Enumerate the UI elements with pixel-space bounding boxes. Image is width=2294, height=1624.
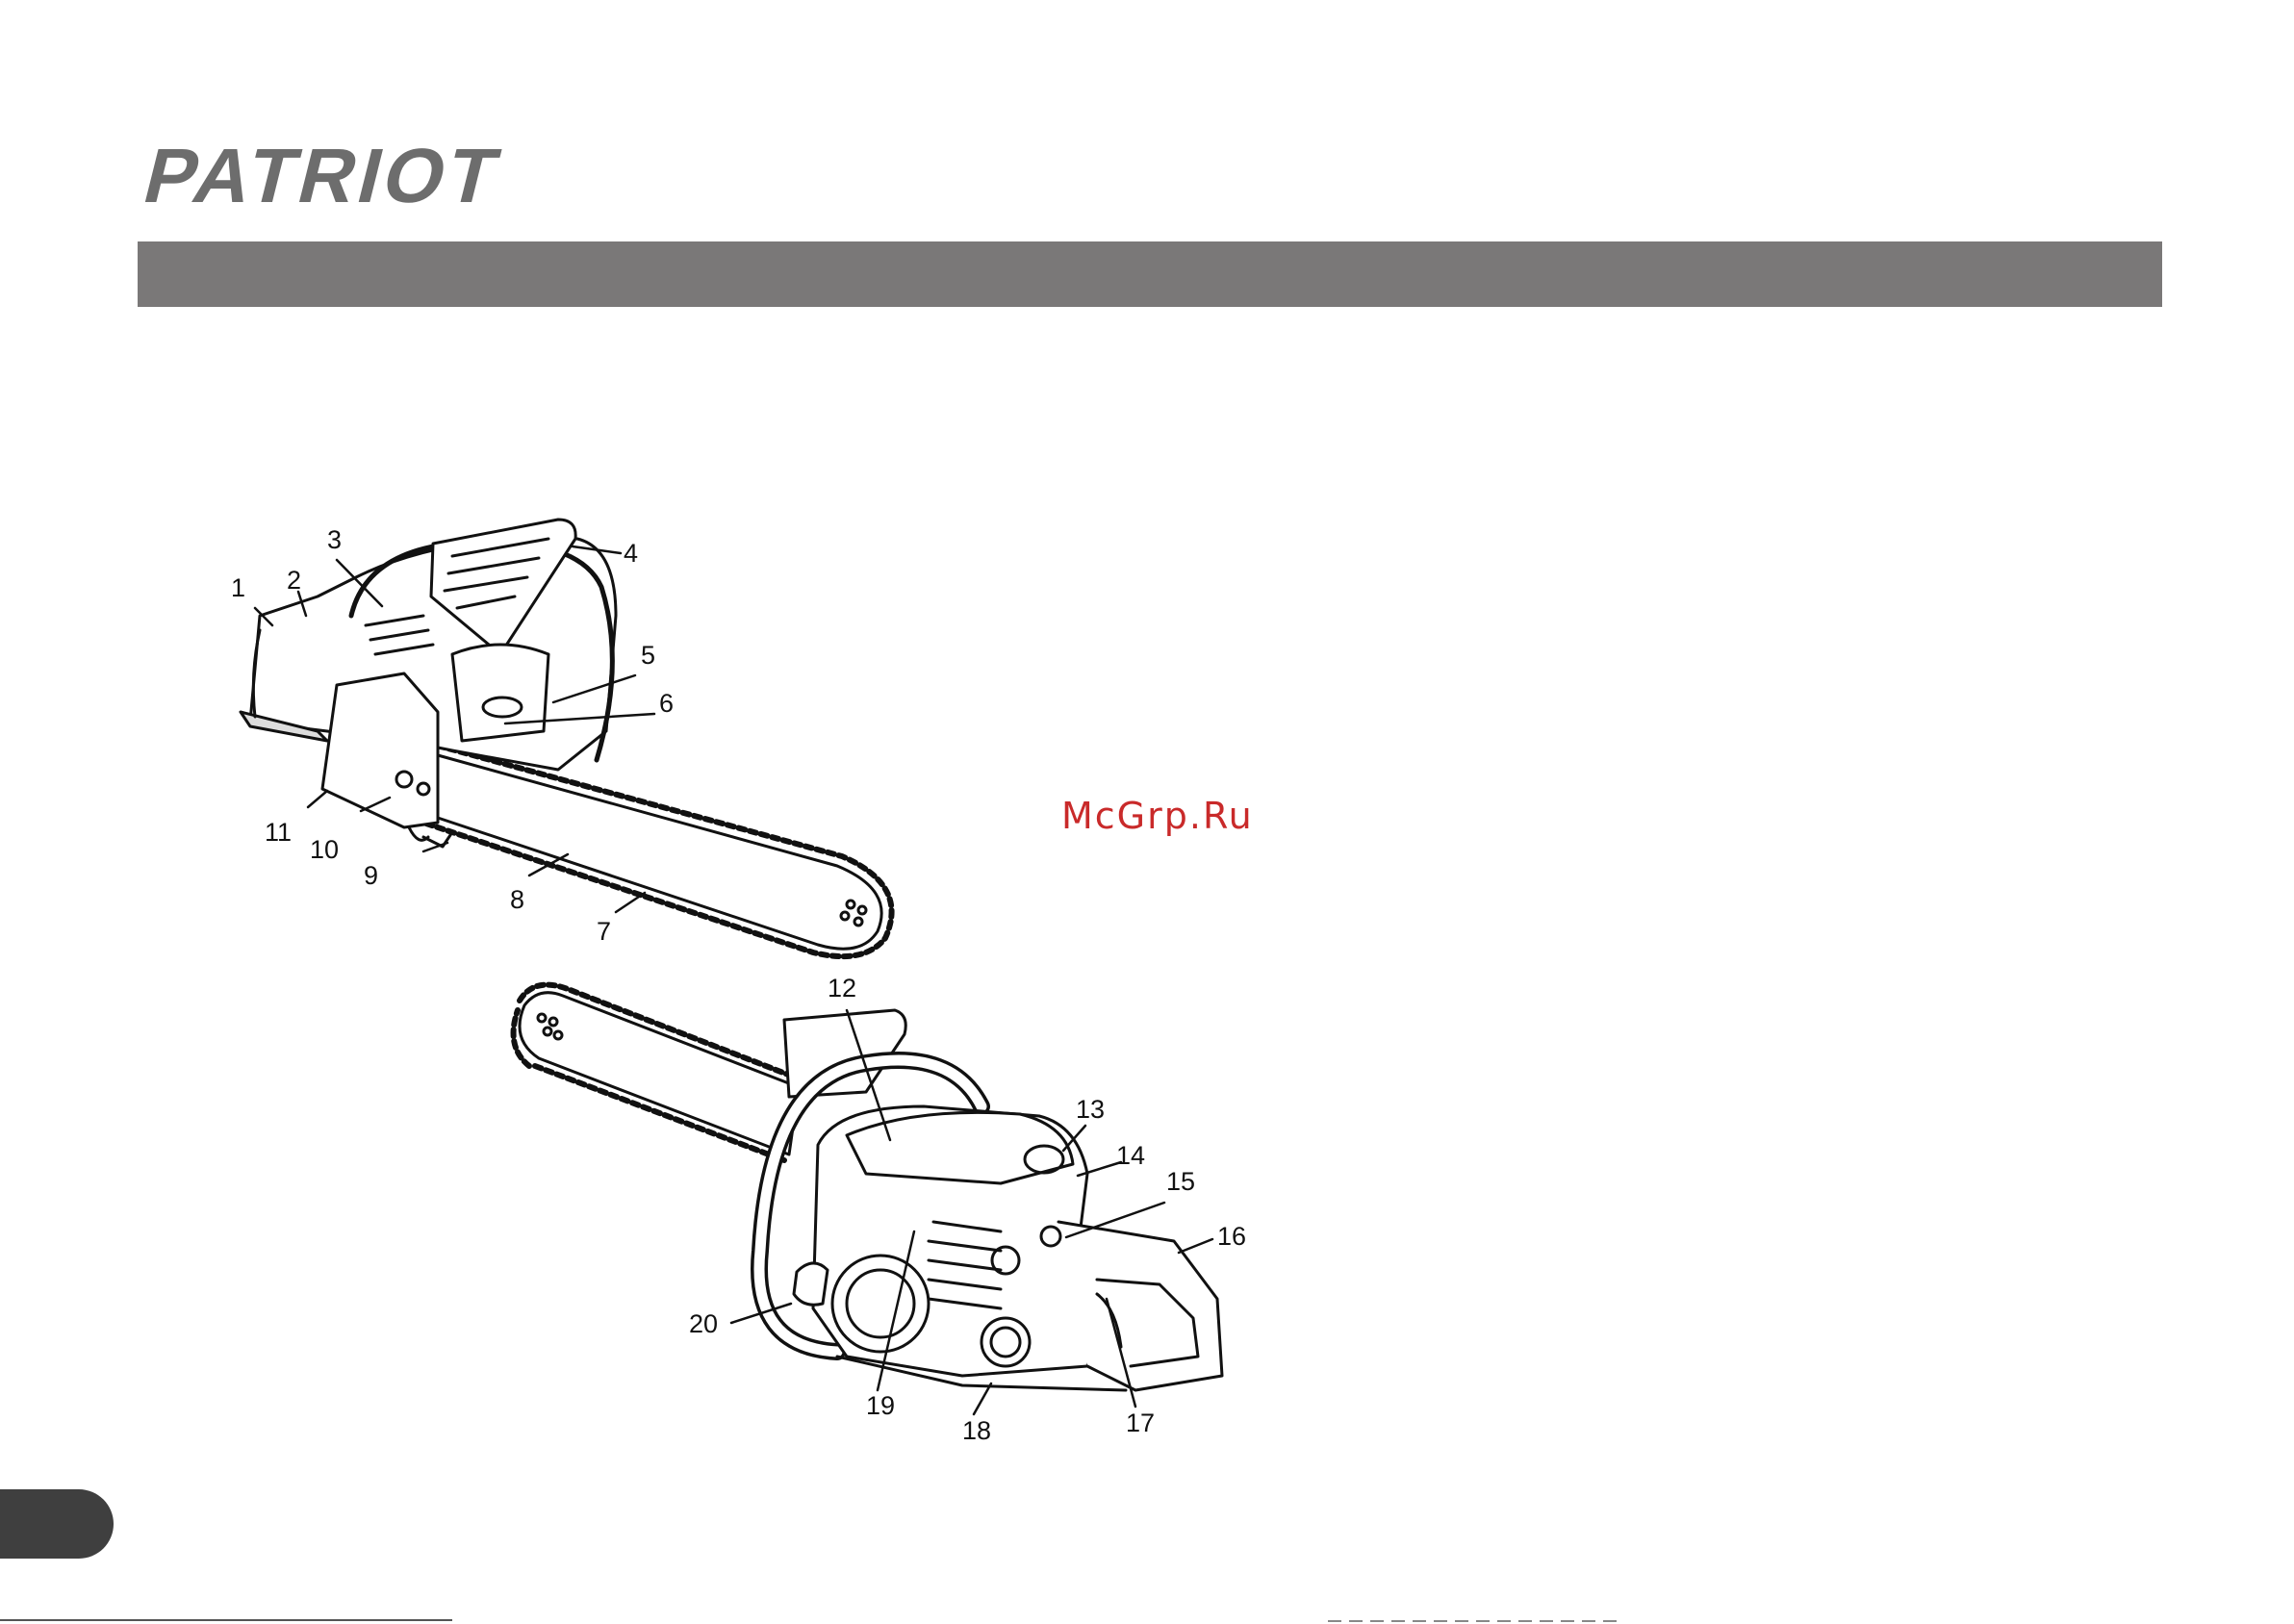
callout-13: 13: [1076, 1097, 1105, 1123]
callout-14: 14: [1116, 1143, 1145, 1169]
callout-9: 9: [364, 863, 378, 889]
callout-17: 17: [1126, 1410, 1155, 1436]
callout-20: 20: [689, 1311, 718, 1337]
callout-8: 8: [510, 887, 524, 913]
callout-4: 4: [624, 541, 638, 567]
callout-2: 2: [287, 568, 301, 594]
callout-11: 11: [265, 820, 292, 846]
callout-18: 18: [962, 1418, 991, 1444]
callout-5: 5: [641, 643, 655, 669]
footer-scan-marks: [0, 1616, 2294, 1624]
callout-6: 6: [659, 691, 674, 717]
callout-3: 3: [327, 527, 342, 553]
callout-12: 12: [828, 976, 856, 1002]
callout-10: 10: [310, 837, 339, 863]
callout-16: 16: [1217, 1224, 1246, 1250]
page-number-tab: [0, 1489, 114, 1559]
callout-1: 1: [231, 575, 245, 601]
chainsaw-view-left-side: [241, 520, 892, 956]
callout-7: 7: [597, 919, 611, 945]
callout-19: 19: [866, 1393, 895, 1419]
callout-15: 15: [1166, 1169, 1195, 1195]
